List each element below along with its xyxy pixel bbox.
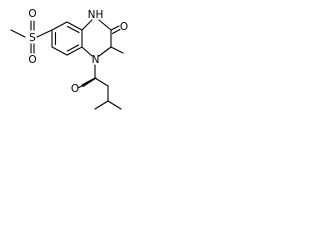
acyl-chain (78, 64, 122, 110)
lactam-carbonyl (110, 25, 121, 35)
nh-label: NH (88, 9, 104, 21)
sulfonyl-group (10, 20, 53, 54)
n-label: N (92, 54, 100, 66)
pyrazinone-ring (81, 19, 112, 57)
sulfonyl-oxygen-top-label: O (28, 8, 36, 20)
sulfur-label: S (29, 32, 36, 44)
acyl-oxygen-label: O (71, 83, 79, 95)
methyl-bond (110, 46, 124, 54)
sulfonyl-oxygen-bottom-label: O (28, 54, 36, 66)
lactam-oxygen-label: O (120, 21, 128, 33)
benzene-ring (51, 21, 83, 56)
chemical-structure-diagram: NH N O O S O O (10, 8, 128, 110)
